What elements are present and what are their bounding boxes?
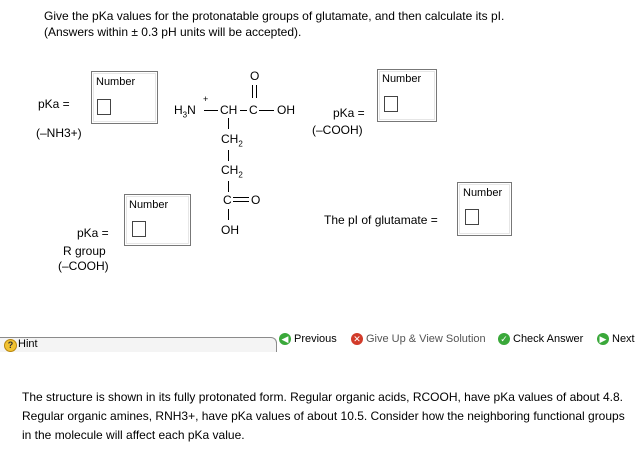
previous-label: Previous [294, 333, 337, 345]
number-caption: Number [129, 199, 169, 211]
pi-answer-box[interactable]: Number [457, 182, 512, 236]
question-text: Give the pKa values for the protonatable… [44, 8, 604, 40]
hint-text: The structure is shown in its fully prot… [22, 390, 625, 442]
carbonyl-oxygen: O [250, 69, 260, 83]
side-chain-oxygen: O [251, 193, 261, 207]
double-bond-1 [252, 85, 253, 98]
number-caption: Number [463, 187, 503, 199]
h3n-group: H3N [174, 103, 196, 120]
carboxyl-oh: OH [277, 103, 295, 117]
carboxyl-group-label: (–COOH) [312, 123, 363, 137]
next-button[interactable]: ▶ Next [597, 333, 635, 345]
bond-c-oh-side [228, 209, 229, 220]
plus-charge: + [203, 94, 209, 104]
pi-label: The pI of glutamate = [324, 213, 438, 227]
amine-group-label: (–NH3+) [36, 126, 82, 140]
side-chain-c: C [223, 193, 232, 207]
alpha-ch: CH [220, 103, 238, 117]
bond-n-ch [204, 110, 218, 111]
number-caption: Number [382, 73, 422, 85]
carboxyl-pka-input[interactable] [384, 96, 398, 112]
carboxyl-pka-label: pKa = [333, 106, 365, 120]
hint-tab[interactable]: ? Hint [0, 337, 277, 352]
amine-pka-input[interactable] [97, 99, 111, 115]
check-answer-label: Check Answer [513, 333, 584, 345]
double-bond-2 [256, 85, 257, 98]
hint-navigation-bar: ? Hint ◀ Previous ✕ Give Up & View Solut… [0, 333, 644, 353]
hint-label: Hint [18, 338, 38, 350]
check-answer-button[interactable]: ✓ Check Answer [498, 333, 583, 345]
pi-input[interactable] [465, 209, 479, 225]
carboxyl-c: C [249, 103, 258, 117]
bond-ch-c [240, 110, 247, 111]
arrow-left-icon: ◀ [279, 333, 291, 345]
bond-ch-ch2 [228, 118, 229, 129]
side-chain-pka-label: pKa = [77, 226, 109, 240]
ch2-1: CH2 [221, 132, 243, 149]
next-label: Next [612, 333, 635, 345]
give-up-label: Give Up & View Solution [366, 333, 486, 345]
bond-c-oh [259, 110, 274, 111]
side-chain-oh: OH [221, 223, 239, 237]
side-chain-group-label-2: (–COOH) [58, 259, 109, 273]
ch2-2: CH2 [221, 163, 243, 180]
side-chain-group-label-1: R group [63, 244, 106, 258]
hint-bulb-icon: ? [4, 339, 17, 352]
side-chain-pka-input[interactable] [132, 221, 146, 237]
close-icon: ✕ [351, 333, 363, 345]
side-double-bond-2 [233, 201, 249, 202]
carboxyl-answer-box[interactable]: Number [377, 69, 437, 122]
question-line-2: (Answers within ± 0.3 pH units will be a… [44, 25, 302, 39]
question-line-1: Give the pKa values for the protonatable… [44, 9, 505, 23]
bond-ch2-ch2 [228, 150, 229, 161]
side-chain-answer-box[interactable]: Number [124, 194, 191, 246]
previous-button[interactable]: ◀ Previous [279, 333, 337, 345]
number-caption: Number [96, 76, 136, 88]
arrow-right-icon: ▶ [597, 333, 609, 345]
checkmark-icon: ✓ [498, 333, 510, 345]
amine-pka-label: pKa = [38, 97, 70, 111]
glutamate-structure: O + H3N CH C OH CH2 CH2 C O OH [170, 62, 320, 242]
give-up-button[interactable]: ✕ Give Up & View Solution [351, 333, 486, 345]
bond-ch2-c [228, 181, 229, 192]
amine-answer-box[interactable]: Number [91, 71, 158, 124]
side-double-bond-1 [233, 197, 249, 198]
